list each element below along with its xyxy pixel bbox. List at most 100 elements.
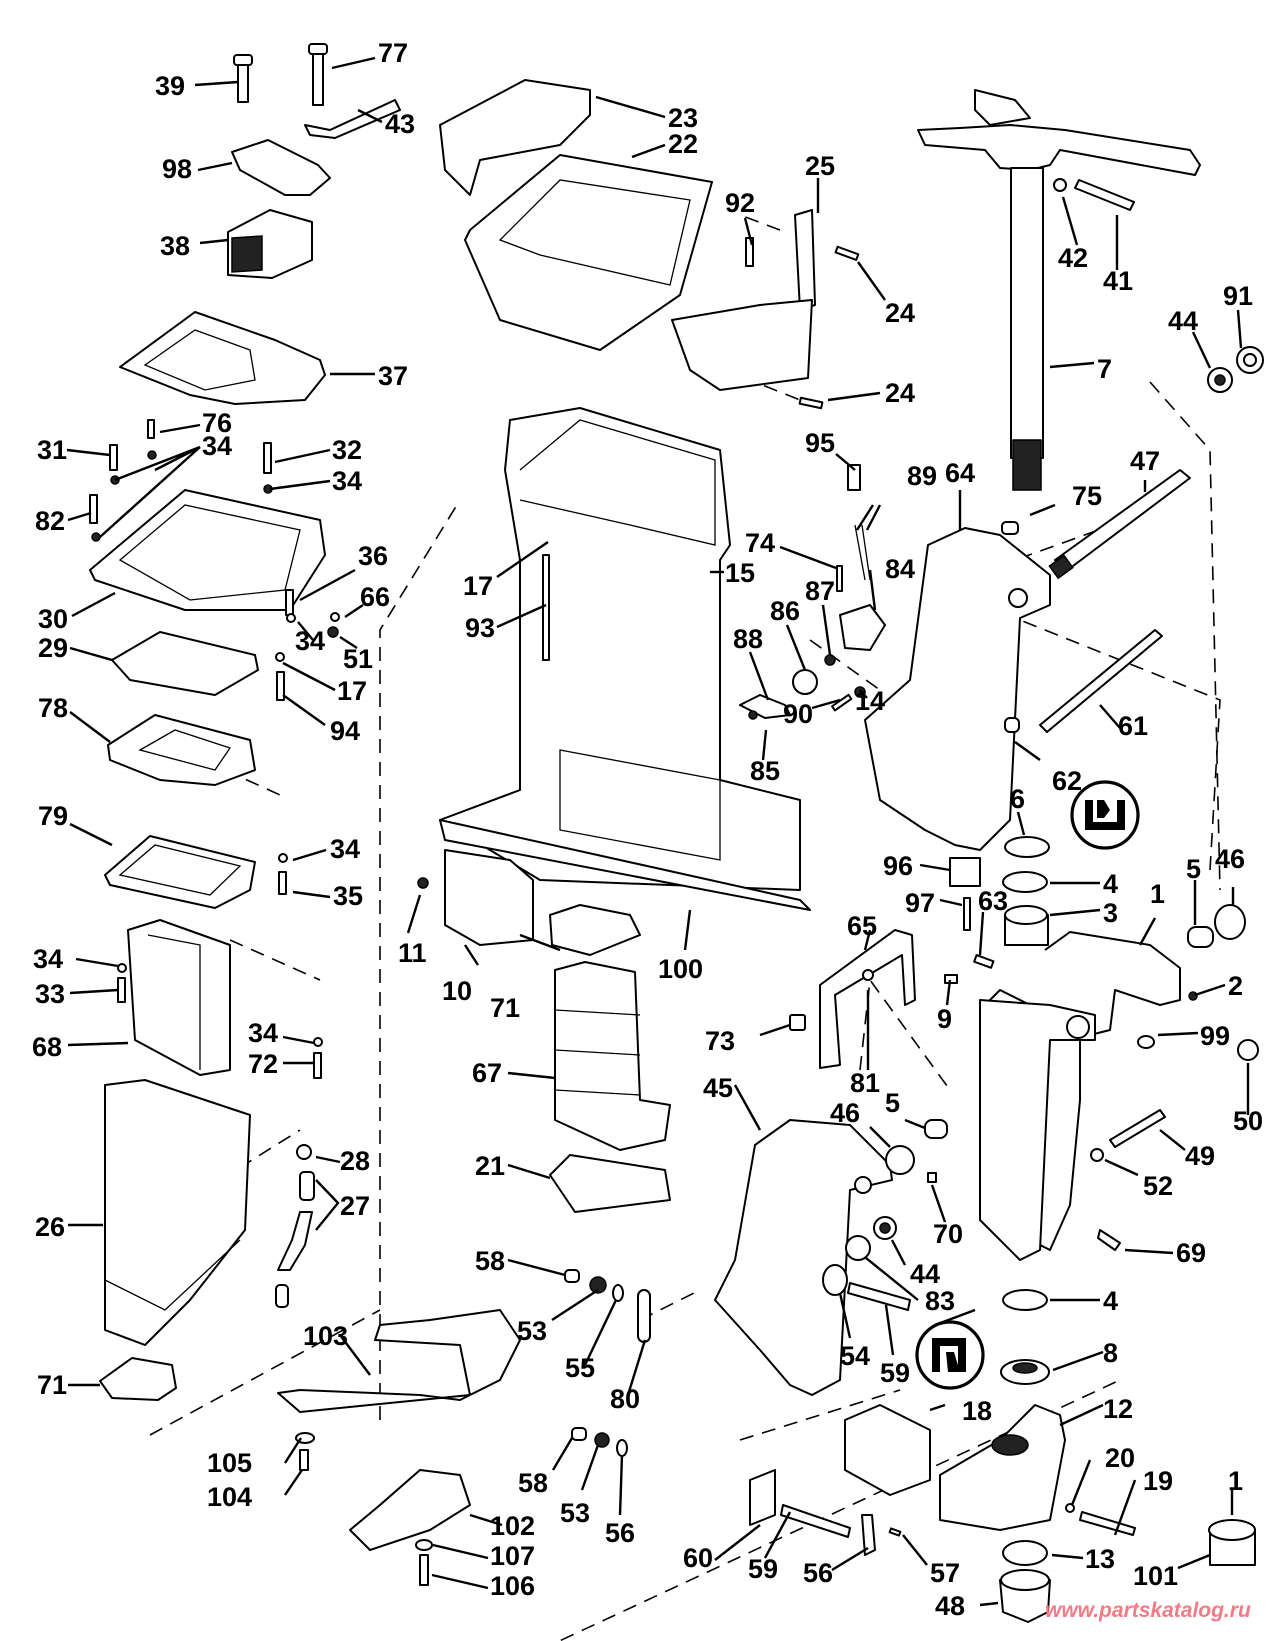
screw-24a (834, 245, 860, 261)
callout-10: 10 (442, 976, 472, 1006)
ground-strap-43 (304, 99, 401, 139)
callout-94: 94 (330, 716, 360, 746)
nut-53b (594, 1432, 610, 1448)
callout-45: 45 (703, 1073, 733, 1103)
callout-21: 21 (475, 1151, 505, 1181)
callout-4a: 4 (1103, 869, 1118, 899)
callout-56b: 56 (803, 1558, 833, 1588)
callout-64: 64 (945, 458, 975, 488)
callout-89: 89 (907, 461, 937, 491)
sealant-symbol-upper (1070, 780, 1140, 850)
spring-62 (1004, 717, 1020, 733)
watermark-text: www.partskatalog.ru (1045, 1599, 1251, 1622)
fitting-95 (847, 464, 861, 491)
gasket-37 (119, 311, 326, 405)
lockwasher-20 (1065, 1503, 1075, 1513)
callout-42: 42 (1058, 243, 1088, 273)
callout-63: 63 (978, 886, 1008, 916)
callout-22: 22 (668, 129, 698, 159)
callout-5a: 5 (1186, 854, 1201, 884)
callout-91: 91 (1223, 281, 1253, 311)
callout-43: 43 (385, 109, 415, 139)
plate-78 (107, 714, 256, 786)
callout-23: 23 (668, 103, 698, 133)
callout-50: 50 (1233, 1106, 1263, 1136)
callout-74: 74 (745, 528, 775, 558)
nut-53a (589, 1276, 607, 1294)
callout-46b: 46 (830, 1098, 860, 1128)
callout-7: 7 (1097, 354, 1112, 384)
callout-52: 52 (1143, 1171, 1173, 1201)
callout-80: 80 (610, 1384, 640, 1414)
pin-49 (1109, 1109, 1166, 1148)
callout-3: 3 (1103, 898, 1118, 928)
callout-44b: 44 (910, 1259, 940, 1289)
screw-69 (1097, 1229, 1121, 1251)
callout-8: 8 (1103, 1338, 1118, 1368)
callout-39: 39 (155, 71, 185, 101)
callout-71b: 71 (490, 993, 520, 1023)
callout-73: 73 (705, 1026, 735, 1056)
clip-52 (1090, 1148, 1104, 1162)
callout-24a: 24 (885, 298, 915, 328)
yoke-12 (939, 1404, 1066, 1531)
callout-33: 33 (35, 979, 65, 1009)
callout-34d: 34 (330, 834, 360, 864)
callout-27: 27 (340, 1191, 370, 1221)
seal-21 (549, 1154, 671, 1213)
lever-65 (819, 929, 916, 1069)
nut-44a (1207, 367, 1233, 393)
callout-70: 70 (933, 1219, 963, 1249)
callout-56a: 56 (605, 1518, 635, 1548)
callout-38: 38 (160, 231, 190, 261)
screw-57 (888, 1527, 902, 1537)
callout-59a: 59 (880, 1358, 910, 1388)
callout-69: 69 (1176, 1238, 1206, 1268)
cover-plate-10 (417, 849, 534, 946)
seal-71-center (549, 904, 641, 956)
callout-103: 103 (303, 1321, 348, 1351)
seal-4-lower (1002, 1289, 1048, 1311)
callout-82: 82 (35, 506, 65, 536)
callout-81: 81 (850, 1068, 880, 1098)
callout-75: 75 (1072, 481, 1102, 511)
bolt-77 (308, 43, 328, 106)
washer-54 (822, 1264, 848, 1296)
callout-66: 66 (360, 582, 390, 612)
fitting-2 (1188, 991, 1198, 1001)
callout-34e: 34 (33, 944, 63, 974)
callout-71a: 71 (37, 1370, 67, 1400)
washer-107 (415, 1539, 433, 1551)
bushing-3 (1004, 905, 1049, 946)
callout-1b: 1 (1228, 1466, 1243, 1496)
tilt-tube-47 (1048, 469, 1191, 580)
callout-36: 36 (358, 541, 388, 571)
sender-84 (839, 604, 886, 651)
screw-106 (419, 1554, 429, 1586)
gasket-29 (111, 631, 259, 696)
callout-34a: 34 (202, 431, 232, 461)
callout-60: 60 (683, 1543, 713, 1573)
callout-32: 32 (332, 435, 362, 465)
callout-18: 18 (962, 1396, 992, 1426)
screw-59-upper (847, 1282, 911, 1311)
mount-48 (999, 1569, 1051, 1623)
callout-17a: 17 (337, 676, 367, 706)
plate-103 (277, 1309, 521, 1413)
screw-97 (963, 897, 971, 931)
callout-62: 62 (1052, 766, 1082, 796)
screw-24b (798, 396, 824, 410)
callout-72: 72 (248, 1049, 278, 1079)
callout-76: 76 (202, 408, 232, 438)
callout-79: 79 (38, 801, 68, 831)
callout-96: 96 (883, 851, 913, 881)
seal-71-left (99, 1357, 177, 1401)
spring-86 (792, 669, 818, 695)
stern-bracket-45 (714, 1119, 893, 1396)
pin-99 (1137, 1035, 1155, 1049)
callout-54: 54 (840, 1341, 870, 1371)
callout-25: 25 (805, 151, 835, 181)
cap-83 (845, 1235, 871, 1261)
callout-34c: 34 (295, 626, 325, 656)
callout-105: 105 (207, 1448, 252, 1478)
